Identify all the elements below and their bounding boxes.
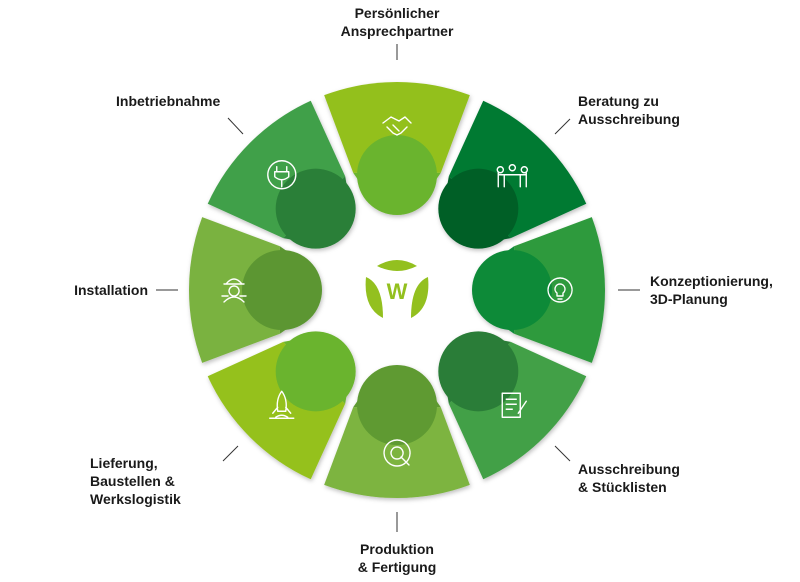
document-pen-icon: [501, 392, 527, 418]
leader-line: [554, 118, 571, 135]
leader-line: [222, 445, 239, 462]
logo-leaf-right: [411, 277, 429, 318]
segment-4: [324, 365, 470, 498]
meeting-table-icon: [496, 164, 528, 188]
segment-inner-lobe: [357, 135, 437, 215]
segment-6: [188, 217, 322, 363]
label-ansprechpartner: Persönlicher Ansprechpartner: [340, 5, 454, 39]
segment-wedge: [188, 217, 280, 363]
segment-inner-lobe: [275, 331, 356, 412]
leader-line: [554, 445, 571, 462]
segment-wedge: [324, 81, 470, 173]
segment-0: [324, 81, 470, 215]
plug-icon: [267, 160, 297, 190]
segment-inner-lobe: [275, 168, 356, 249]
handshake-icon: [382, 116, 412, 136]
segment-inner-lobe: [438, 331, 519, 412]
segment-inner-lobe: [438, 168, 519, 249]
segment-7: [207, 100, 356, 249]
gear-wrench-icon: [383, 439, 411, 467]
label-installation: Installation: [74, 282, 148, 298]
segment-2: [472, 217, 606, 363]
segment-inner-lobe: [357, 365, 437, 445]
segment-inner-lobe: [242, 250, 322, 330]
leader-line: [227, 117, 244, 135]
logo-letter: W: [387, 279, 408, 304]
logo-leaf-left: [365, 277, 383, 318]
segment-3: [438, 331, 587, 480]
label-ausschreibung: Ausschreibung & Stücklisten: [578, 461, 680, 495]
center-logo: W: [365, 260, 429, 318]
label-produktion: Produktion & Fertigung: [357, 541, 437, 575]
rocket-icon: [269, 390, 295, 419]
segment-wedge: [324, 407, 470, 498]
segment-5: [207, 331, 356, 480]
logo-leaf-top: [377, 260, 417, 271]
segment-inner-lobe: [472, 250, 552, 330]
label-lieferung: Lieferung, Baustellen & Werkslogistik: [90, 455, 181, 507]
gear-lightbulb-icon: [547, 277, 573, 303]
label-konzeptionierung: Konzeptionierung, 3D-Planung: [650, 273, 773, 307]
label-beratung: Beratung zu Ausschreibung: [578, 93, 680, 127]
segment-1: [438, 100, 587, 249]
label-inbetriebnahme: Inbetriebnahme: [116, 93, 221, 109]
worker-icon: [221, 278, 247, 303]
segment-wedge: [514, 217, 606, 363]
